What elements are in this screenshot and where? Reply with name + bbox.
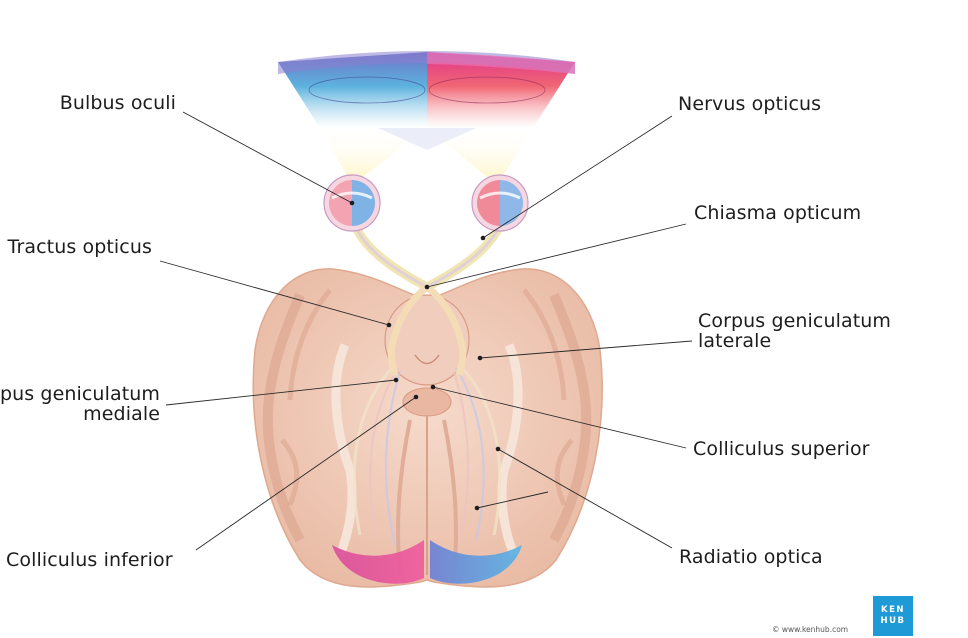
label-corpus-geniculatum-mediale-line2: mediale [83,403,160,425]
label-nervus-opticus: Nervus opticus [678,93,822,115]
logo-line2: HUB [880,616,906,626]
logo-line1: KEN [880,605,905,615]
projection-cones [320,128,533,185]
label-corpus-geniculatum-mediale-line1: Corpus geniculatum [0,383,160,405]
eyeball-right [471,174,529,232]
label-corpus-geniculatum-laterale-line1: Corpus geniculatum [698,310,892,332]
eyeball-left [323,174,381,232]
label-colliculus-inferior: Colliculus inferior [6,549,173,571]
leader-bulbus-oculi [182,111,353,204]
pointer-dots [349,200,501,511]
leader-radiatio-optica-lower [476,491,549,509]
leader-colliculus-inferior [195,396,417,551]
label-colliculus-superior: Colliculus superior [693,438,870,460]
leader-colliculus-superior [432,386,687,449]
leader-corpus-geniculatum-laterale [479,340,693,359]
label-corpus-geniculatum-laterale-line2: laterale [698,330,772,352]
brain-section [252,268,603,588]
label-chiasma-opticum: Chiasma opticum [694,202,862,224]
visual-field [278,51,575,128]
copyright-notice: © www.kenhub.com [772,625,849,634]
leader-corpus-geniculatum-mediale [165,379,397,406]
optic-radiations [352,363,502,546]
label-bulbus-oculi: Bulbus oculi [59,92,176,114]
leader-lines [159,111,693,551]
label-radiatio-optica: Radiatio optica [679,546,823,568]
leader-chiasma-opticum [426,223,687,288]
leader-radiatio-optica-upper [497,448,673,549]
label-tractus-opticus: Tractus opticus [7,236,152,258]
kenhub-logo: KEN HUB [873,596,913,636]
leader-tractus-opticus [159,260,390,326]
leader-nervus-opticus [482,115,673,239]
